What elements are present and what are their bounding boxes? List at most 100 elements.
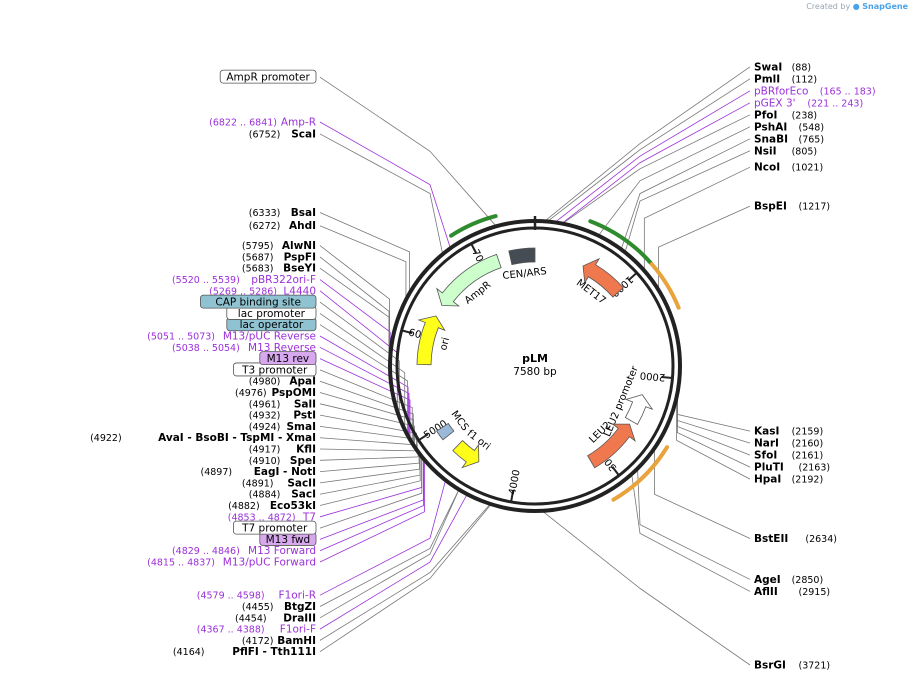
enzyme-label[interactable]: SnaBI <box>754 133 788 145</box>
enzyme-label[interactable]: KasI <box>754 426 779 438</box>
primer-label[interactable]: pGEX 3' <box>754 97 796 109</box>
enzyme-label[interactable]: AhdI <box>289 220 316 232</box>
site-position: (4980) <box>249 377 281 388</box>
enzyme-label[interactable]: SwaI <box>754 61 782 73</box>
site-position: (4910) <box>249 456 281 467</box>
leader-line <box>545 66 751 221</box>
feature-cen-ars[interactable] <box>508 247 536 266</box>
enzyme-label[interactable]: BtgZI <box>284 601 316 613</box>
enzyme-label[interactable]: PstI <box>293 410 316 422</box>
enzyme-label[interactable]: PspOMI <box>271 387 316 399</box>
primer-label[interactable]: F1ori-F <box>280 624 316 636</box>
site-position: (238) <box>792 110 818 121</box>
tick-mark <box>470 243 478 254</box>
enzyme-label[interactable]: SacII <box>287 477 316 489</box>
enzyme-label[interactable]: ApaI <box>289 376 316 388</box>
enzyme-label[interactable]: HpaI <box>754 474 781 486</box>
enzyme-label[interactable]: SmaI <box>287 421 317 433</box>
feature-box-label[interactable]: T3 promoter <box>241 364 308 376</box>
leader-line <box>319 76 496 226</box>
snapgene-credit[interactable]: Created by ● SnapGene <box>806 2 908 11</box>
enzyme-label[interactable]: SpeI <box>290 455 316 467</box>
enzyme-label[interactable]: EagI - NotI <box>254 466 316 478</box>
primer-label[interactable]: M13 Forward <box>248 545 316 557</box>
enzyme-label[interactable]: Eco53kI <box>270 500 316 512</box>
site-position: (5687) <box>242 252 274 263</box>
site-position: (4882) <box>228 501 260 512</box>
site-position: (4891) <box>242 478 274 489</box>
leader-line <box>563 114 751 224</box>
leader-line <box>319 490 459 607</box>
enzyme-label[interactable]: NcoI <box>754 162 780 174</box>
outer-feature-arcs <box>449 214 681 502</box>
primer-label[interactable]: L4440 <box>283 285 316 297</box>
site-position: (4454) <box>235 613 267 624</box>
enzyme-label[interactable]: BsrGI <box>754 660 786 672</box>
primer-label[interactable]: pBR322ori-F <box>251 274 316 286</box>
enzyme-label[interactable]: SacI <box>291 489 316 501</box>
enzyme-label[interactable]: PshAI <box>754 121 787 133</box>
feature-ori[interactable] <box>416 315 446 366</box>
primer-label[interactable]: pBRforEco <box>754 85 808 97</box>
enzyme-label[interactable]: PluTI <box>754 462 784 474</box>
feature-met17[interactable] <box>582 257 624 298</box>
enzyme-label[interactable]: NarI <box>754 438 779 450</box>
feature-box-label[interactable]: M13 rev <box>267 353 310 365</box>
site-position: (2160) <box>792 439 824 450</box>
primer-label[interactable]: M13/pUC Reverse <box>223 331 316 343</box>
leader-line <box>548 78 751 221</box>
enzyme-label[interactable]: AlwNI <box>282 240 316 252</box>
feature-ampr[interactable] <box>436 253 502 307</box>
tick-mark <box>611 466 620 477</box>
feature-box-label[interactable]: CAP binding site <box>215 297 301 309</box>
primer-label[interactable]: M13 Reverse <box>248 342 316 354</box>
leader-line <box>319 481 446 596</box>
feature-box-label[interactable]: lac promoter <box>238 308 306 320</box>
site-position: (2159) <box>792 427 824 438</box>
leader-line <box>319 267 390 367</box>
feature-mcs[interactable] <box>436 422 455 441</box>
tick-label: 2000 <box>639 369 665 382</box>
enzyme-label[interactable]: BseYI <box>283 263 316 275</box>
site-position: (4897) <box>201 467 233 478</box>
enzyme-label[interactable]: PmlI <box>754 73 780 85</box>
site-position: (4853 .. 4872) <box>228 512 296 523</box>
leader-line <box>677 397 751 432</box>
site-position: (4917) <box>249 445 281 456</box>
leader-line <box>631 475 751 592</box>
enzyme-label[interactable]: BstEII <box>754 533 788 545</box>
feature-box-label[interactable]: lac operator <box>240 319 304 331</box>
enzyme-label[interactable]: SfoI <box>754 450 777 462</box>
site-position: (5683) <box>242 264 274 275</box>
feature-leu2-promoter[interactable] <box>624 394 654 425</box>
feature-leu2[interactable] <box>587 423 636 469</box>
primer-label[interactable]: Amp-R <box>281 116 316 128</box>
primer-label[interactable]: T7 <box>302 511 316 523</box>
enzyme-label[interactable]: BspEI <box>754 201 787 213</box>
site-position: (2163) <box>799 463 831 474</box>
enzyme-label[interactable]: DraIII <box>283 612 316 624</box>
enzyme-label[interactable]: ScaI <box>291 128 316 140</box>
leader-line <box>319 403 415 449</box>
leader-line <box>654 449 751 539</box>
primer-label[interactable]: F1ori-R <box>279 590 316 602</box>
enzyme-label[interactable]: PspFI <box>284 251 316 263</box>
leader-line <box>319 212 410 292</box>
enzyme-label[interactable]: BamHI <box>277 635 316 647</box>
primer-label[interactable]: M13/pUC Forward <box>223 557 316 569</box>
feature-f1-ori[interactable] <box>452 440 480 469</box>
enzyme-label[interactable]: NsiI <box>754 145 777 157</box>
feature-box-label[interactable]: AmpR promoter <box>226 72 310 84</box>
site-position: (1217) <box>799 202 831 213</box>
enzyme-label[interactable]: BsaI <box>291 207 316 219</box>
enzyme-label[interactable]: KflI <box>296 444 316 456</box>
enzyme-label[interactable]: AflII <box>754 586 778 598</box>
enzyme-label[interactable]: AvaI - BsoBI - TspMI - XmaI <box>158 432 316 444</box>
feature-box-label[interactable]: T7 promoter <box>241 523 308 535</box>
site-position: (805) <box>792 146 818 157</box>
enzyme-label[interactable]: PfoI <box>754 109 777 121</box>
enzyme-label[interactable]: PflFI - Tth111I <box>232 646 316 658</box>
enzyme-label[interactable]: SalI <box>294 398 316 410</box>
enzyme-label[interactable]: AgeI <box>754 574 781 586</box>
feature-box-label[interactable]: M13 fwd <box>266 534 311 546</box>
